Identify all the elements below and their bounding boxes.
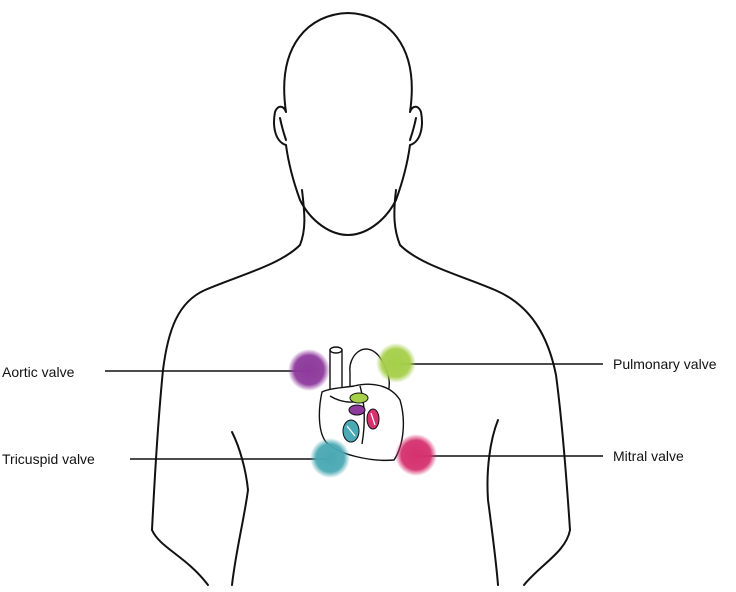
pulmonary-valve-marker xyxy=(349,392,369,404)
left-arm-inner xyxy=(231,431,249,586)
right-arm-outer xyxy=(523,529,571,586)
aortic-valve-label: Aortic valve xyxy=(2,364,75,380)
head-outline xyxy=(273,12,423,236)
right-arm-inner xyxy=(486,419,499,586)
aortic-valve-marker xyxy=(348,404,366,416)
pulmonary-valve-label: Pulmonary valve xyxy=(613,356,717,372)
left-arm-outer xyxy=(151,529,209,586)
valve-markers-in-heart xyxy=(342,392,380,443)
tricuspid-auscultation-spot xyxy=(310,438,350,478)
right-neck-shoulder xyxy=(393,189,571,531)
mitral-valve-label: Mitral valve xyxy=(613,448,684,464)
mitral-auscultation-spot xyxy=(395,434,437,476)
pulmonary-auscultation-spot xyxy=(376,343,416,383)
right-ear-detail xyxy=(409,117,417,141)
left-neck-shoulder xyxy=(151,189,306,531)
left-ear-detail xyxy=(279,117,287,141)
aortic-auscultation-spot xyxy=(288,349,330,391)
tricuspid-valve-label: Tricuspid valve xyxy=(2,451,95,467)
